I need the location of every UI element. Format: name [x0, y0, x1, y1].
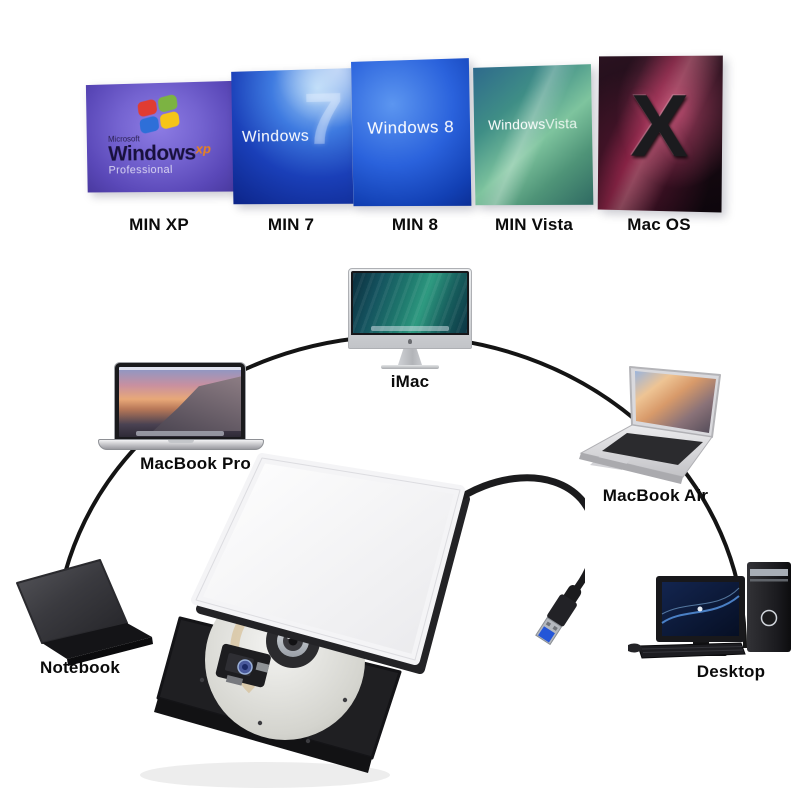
usb-3-plug-icon [535, 585, 582, 646]
windows-flag-icon [137, 93, 183, 135]
windows-word: Windows [241, 127, 310, 146]
tower-case [747, 562, 791, 652]
macbook-pro-screen [114, 362, 246, 440]
imac-device [348, 268, 472, 369]
macbook-pro-display [119, 367, 241, 437]
windows-8-word: Windows 8 [367, 117, 455, 138]
plug-notch-left [545, 621, 552, 627]
menubar [119, 367, 241, 370]
os-label-mac-os: Mac OS [627, 215, 691, 234]
notebook-bottom-edge [67, 637, 153, 666]
keyboard-keys-row-2 [642, 649, 744, 653]
imac-display [351, 271, 469, 335]
plug-body [547, 594, 577, 627]
mac-os-x-screen: X [597, 55, 723, 213]
windows-vista-screen: WindowsVista [473, 64, 594, 206]
edition-word: Professional [108, 164, 173, 177]
macbook-pro-label: MacBook Pro [140, 454, 251, 473]
tower-drive-bay [750, 569, 788, 576]
flag-pane-blue [139, 115, 160, 135]
windows-xp-logotype: Microsoft Windowsxp Professional [108, 134, 211, 177]
air-front-edge [579, 453, 683, 484]
notebook-label: Notebook [40, 658, 120, 677]
macbook-pro-device [98, 362, 264, 450]
vista-word: Vista [545, 115, 578, 132]
macbook-pro-notch [168, 440, 194, 443]
desktop-label: Desktop [696, 662, 766, 681]
drive-top-outline [195, 457, 461, 661]
macbook-air-device [579, 366, 721, 484]
tray-shadow [140, 762, 390, 788]
desktop-device [628, 562, 791, 659]
apple-logo-icon [408, 339, 412, 344]
wallpaper-swoosh-2 [661, 587, 740, 615]
hp-logo-icon [760, 609, 778, 627]
notebook-device [16, 559, 153, 666]
windows-word: Windows [108, 141, 196, 167]
os-label-min-8: MIN 8 [391, 215, 439, 234]
imac-label: iMac [390, 372, 430, 391]
mouse [628, 643, 642, 653]
xp-superscript: xp [195, 141, 212, 157]
tower-vent [750, 579, 788, 582]
air-keyboard [602, 433, 703, 465]
macbook-air-label: MacBook Air [602, 486, 709, 505]
imac-dock [371, 326, 449, 331]
windows-7-screen: 7 Windows [231, 68, 354, 205]
windows-vista-logotype: WindowsVista [474, 115, 592, 133]
os-label-min-vista: MIN Vista [494, 215, 573, 234]
os-label-min-7: MIN 7 [267, 215, 315, 234]
monitor-logo-dot [697, 606, 703, 612]
imac-base [381, 365, 439, 369]
flag-pane-yellow [159, 110, 180, 131]
dvd-drive-device [140, 453, 585, 788]
windows-8-screen: Windows 8 [351, 58, 472, 207]
imac-frame [348, 268, 472, 349]
plug-blue-insert [538, 626, 555, 643]
notebook-base [42, 623, 152, 659]
macbook-pro-dock [136, 431, 224, 436]
imac-stand [398, 349, 422, 365]
wallpaper-swoosh [661, 595, 740, 624]
usb-cable [446, 474, 585, 596]
windows-xp-wallpaper: Microsoft Windowsxp Professional [86, 81, 234, 193]
flag-pane-green [157, 93, 178, 114]
plug-notch-right [552, 625, 558, 631]
air-display [635, 371, 716, 433]
laser-assembly [215, 643, 271, 688]
windows-xp-screen: Microsoft Windowsxp Professional [85, 80, 235, 193]
os-label-min-xp: MIN XP [129, 215, 189, 234]
flag-pane-red [137, 98, 158, 118]
mountain-wallpaper [153, 376, 241, 431]
keyboard-keys-row [641, 646, 743, 650]
mac-os-x-glyph: X [630, 75, 690, 176]
windows-word: Windows [487, 115, 546, 133]
imac-chin [351, 335, 469, 348]
